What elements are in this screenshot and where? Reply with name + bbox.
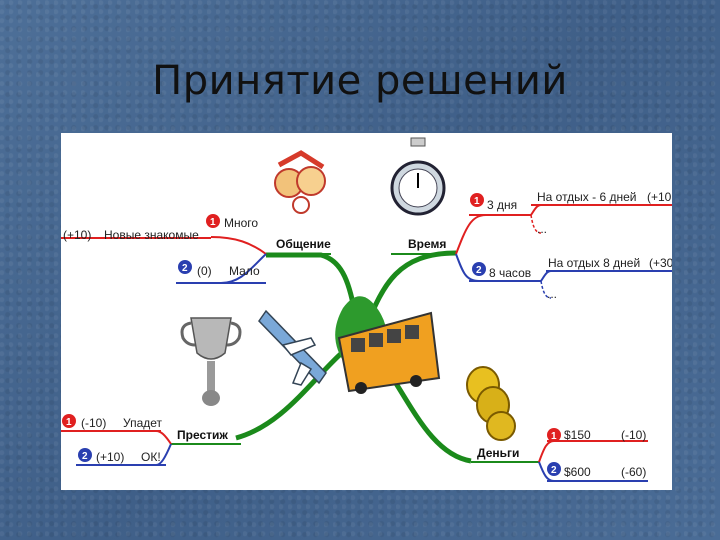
- obshenie-b1-label: Много: [224, 216, 258, 230]
- svg-text:1: 1: [474, 196, 480, 207]
- stopwatch-icon: [390, 137, 446, 216]
- people-icon: [274, 150, 326, 214]
- badge-2: [178, 260, 192, 274]
- vremya-b2-more: ...: [547, 287, 557, 301]
- svg-text:1: 1: [210, 217, 216, 228]
- bus-icon: [337, 311, 441, 394]
- node-dengi-label: Деньги: [477, 446, 519, 460]
- dengi-b2-label: $600: [564, 465, 591, 479]
- prestizh-b2-value: (+10): [96, 450, 124, 464]
- vremya-b2-value: (+30: [649, 256, 672, 270]
- dengi-b1-label: $150: [564, 428, 591, 442]
- svg-text:2: 2: [551, 465, 557, 476]
- vremya-b1-detail: На отдых - 6 дней: [537, 190, 637, 204]
- svg-text:1: 1: [66, 417, 72, 428]
- prestizh-b1-value: (-10): [81, 416, 106, 430]
- badge-2: [78, 448, 92, 462]
- mind-map: Общение 1 Много Новые знакомые (+10) 2 (…: [61, 137, 672, 482]
- badge-1: [470, 193, 484, 207]
- badge-1: [206, 214, 220, 228]
- vremya-b2-detail: На отдых 8 дней: [548, 256, 640, 270]
- prestizh-b2-label: ОК!: [141, 450, 161, 464]
- node-obshenie-label: Общение: [276, 237, 331, 251]
- badge-2: [472, 262, 486, 276]
- trophy-icon: [180, 317, 242, 406]
- slide-title: Принятие решений: [152, 58, 568, 104]
- node-vremya-label: Время: [408, 237, 446, 251]
- badge-1: [62, 414, 76, 428]
- vremya-b1-more: ...: [537, 222, 547, 236]
- badge-2: [547, 462, 561, 476]
- vremya-b1-label: 3 дня: [487, 198, 517, 212]
- mind-map-panel: Общение 1 Много Новые знакомые (+10) 2 (…: [61, 133, 672, 490]
- obshenie-b2-value: (0): [197, 264, 212, 278]
- badge-1: [547, 428, 561, 442]
- coins-icon: [466, 366, 516, 441]
- obshenie-b2-label: Мало: [229, 264, 260, 278]
- svg-text:2: 2: [82, 451, 88, 462]
- airplane-icon: [258, 309, 327, 386]
- obshenie-b1-value: (+10): [63, 228, 91, 242]
- prestizh-b1-label: Упадет: [123, 416, 163, 430]
- vremya-b1-value: (+10: [647, 190, 672, 204]
- svg-text:1: 1: [551, 431, 557, 442]
- svg-text:2: 2: [182, 263, 188, 274]
- svg-text:2: 2: [476, 265, 482, 276]
- vremya-b2-label: 8 часов: [489, 266, 531, 280]
- dengi-b1-value: (-10): [621, 428, 646, 442]
- obshenie-b1-detail: Новые знакомые: [104, 228, 199, 242]
- node-prestizh-label: Престиж: [177, 428, 228, 442]
- dengi-b2-value: (-60): [621, 465, 646, 479]
